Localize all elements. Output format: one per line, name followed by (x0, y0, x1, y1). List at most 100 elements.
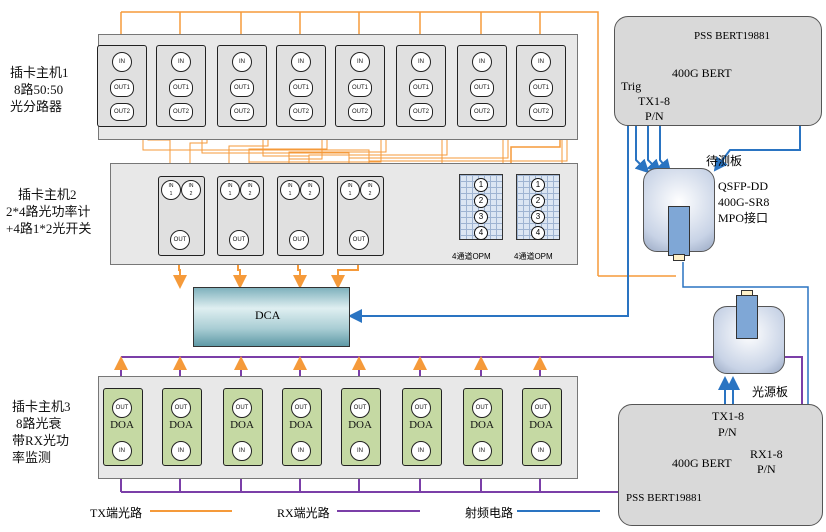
doa-1-out-port: OUT (112, 398, 132, 418)
doa-8-out-port: OUT (531, 398, 551, 418)
splitter-4-out2-port: OUT2 (289, 103, 313, 121)
doa-2-label: DOA (169, 419, 193, 431)
legend-tx-label: TX端光路 (90, 506, 142, 520)
dut-info: QSFP-DD 400G-SR8 MPO接口 (718, 178, 769, 226)
switch-2-out-port: OUT (229, 230, 249, 250)
chassis-1-sub1: 8路50:50 (14, 82, 64, 97)
dca-label: DCA (255, 308, 281, 322)
chassis-1-title: 插卡主机1 (10, 65, 69, 80)
tx-top-bus (121, 11, 599, 276)
rf-rx-return (713, 124, 801, 172)
doa-4-out-port: OUT (291, 398, 311, 418)
doa-4-label: DOA (289, 419, 313, 431)
dut-connector (668, 206, 690, 256)
switch-4-in1-num: 1 (348, 191, 352, 197)
opm-2-channel-3: 3 (531, 210, 545, 224)
doa-2-out-port: OUT (171, 398, 191, 418)
splitter-8-in-port: IN (531, 52, 551, 72)
bert-top-tx: TX1-8 (638, 94, 670, 108)
doa-5-in-port: IN (350, 441, 370, 461)
switch-2-in1-text: IN (227, 183, 233, 189)
bert-bottom-tx: TX1-8 (712, 409, 744, 423)
opm-1-channel-4: 4 (474, 226, 488, 240)
switch-1-in1-num: 1 (169, 191, 173, 197)
doa-7-out-port: OUT (472, 398, 492, 418)
doa-2-in-port: IN (171, 441, 191, 461)
switch-3-in1-num: 1 (288, 191, 292, 197)
opm-2-channel-2: 2 (531, 194, 545, 208)
doa-1-label: DOA (110, 419, 134, 431)
switch-1-in2-text: IN (188, 183, 194, 189)
doa-7-label: DOA (470, 419, 494, 431)
switch-1-in2-num: 2 (189, 191, 193, 197)
doa-7-in-port: IN (472, 441, 492, 461)
doa-6-out-port: OUT (411, 398, 431, 418)
doa-3-label: DOA (230, 419, 254, 431)
splitter-6-in-port: IN (411, 52, 431, 72)
dut-title: 待测板 (706, 154, 743, 168)
opm-1-label: 4通道OPM (452, 252, 491, 261)
doa-6-label: DOA (409, 419, 433, 431)
switch-3-in2-text: IN (307, 183, 313, 189)
splitter-1-in-port: IN (112, 52, 132, 72)
chassis-2-sub2: +4路1*2光开关 (6, 221, 92, 236)
bert-bottom-model: 400G BERT (672, 456, 732, 470)
bert-top-model: 400G BERT (672, 66, 732, 80)
chassis-2-label: 插卡主机2 2*4路光功率计 +4路1*2光开关 (6, 186, 110, 237)
switch-4-out-port: OUT (349, 230, 369, 250)
opm-2-channel-4: 4 (531, 226, 545, 240)
switch-4-in2-text: IN (367, 183, 373, 189)
switch-4-in2-port: IN 2 (360, 180, 380, 200)
doa-6-in-port: IN (411, 441, 431, 461)
legend-rx-label: RX端光路 (277, 506, 330, 520)
switch-2-in2-num: 2 (248, 191, 252, 197)
switch-3-in1-port: IN 1 (280, 180, 300, 200)
bert-bottom-box (618, 404, 823, 526)
chassis-1-sub2: 光分路器 (10, 99, 63, 114)
rf-tx-3 (656, 124, 672, 174)
chassis-2-sub1: 2*4路光功率计 (6, 204, 91, 219)
dut-l3: MPO接口 (718, 211, 769, 225)
splitter-5-in-port: IN (350, 52, 370, 72)
chassis-3-sub3: 率监测 (12, 450, 52, 465)
bert-bottom-pn1: P/N (718, 425, 737, 439)
splitter-8-out1-port: OUT1 (529, 79, 553, 97)
rx-top-bus (121, 356, 803, 404)
opm-2-label: 4通道OPM (514, 252, 553, 261)
bert-bottom-rx: RX1-8 (750, 447, 783, 461)
splitter-1-out2-port: OUT2 (110, 103, 134, 121)
splitter-6-out2-port: OUT2 (409, 103, 433, 121)
bert-top-box (614, 16, 822, 126)
dut-connector-tip (673, 254, 685, 261)
splitter-5-out2-port: OUT2 (348, 103, 372, 121)
doa-4-in-port: IN (291, 441, 311, 461)
bert-top-trig: Trig (621, 79, 642, 93)
switch-3-in1-text: IN (287, 183, 293, 189)
chassis-3-title: 插卡主机3 (12, 399, 71, 414)
light-source-connector (736, 295, 758, 339)
doa-3-in-port: IN (232, 441, 252, 461)
rf-trig-to-dca (348, 124, 629, 323)
doa-5-out-port: OUT (350, 398, 370, 418)
switch-4-in2-num: 2 (368, 191, 372, 197)
doa-1-in-port: IN (112, 441, 132, 461)
opm-1-channel-2: 2 (474, 194, 488, 208)
rf-tx-2 (646, 124, 662, 174)
dut-l1: QSFP-DD (718, 179, 769, 193)
splitter-3-out2-port: OUT2 (230, 103, 254, 121)
opm-1-channel-1: 1 (474, 178, 488, 192)
doa-3-out-port: OUT (232, 398, 252, 418)
splitter-4-out1-port: OUT1 (289, 79, 313, 97)
chassis-2-title: 插卡主机2 (18, 187, 77, 202)
splitter-7-out1-port: OUT1 (470, 79, 494, 97)
switch-3-out-port: OUT (289, 230, 309, 250)
dca-box (193, 287, 350, 347)
bert-top-pn: P/N (645, 109, 664, 123)
chassis-1-label: 插卡主机1 8路50:50 光分路器 (10, 64, 90, 115)
splitter-7-out2-port: OUT2 (470, 103, 494, 121)
switch-1-in1-text: IN (168, 183, 174, 189)
